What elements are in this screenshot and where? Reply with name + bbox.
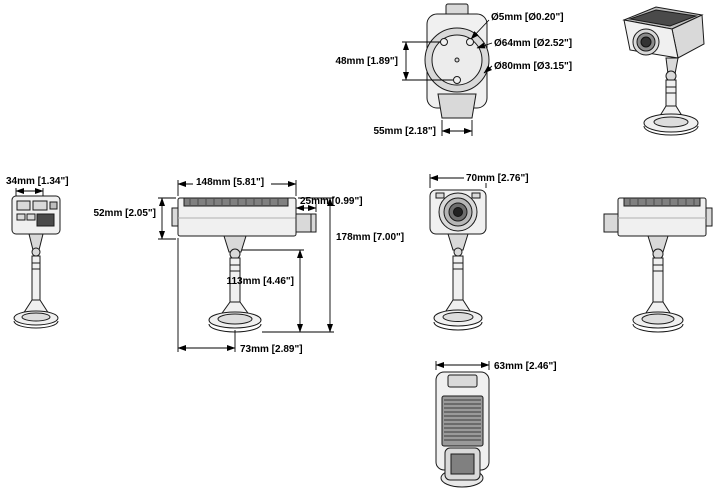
- top-view: [435, 371, 490, 488]
- perspective-view: [622, 6, 705, 136]
- persp-stem-lines: [666, 86, 676, 94]
- dim-label-base-offset: 73mm [2.89"]: [240, 344, 303, 355]
- side-bracket: [223, 235, 247, 253]
- topview-vent-lines: [444, 399, 481, 441]
- dim-label-total-height: 178mm [7.00"]: [336, 232, 404, 243]
- front-detail: [471, 192, 481, 199]
- rside-base-inner: [641, 313, 675, 325]
- rside-vent-lines: [629, 199, 695, 205]
- rearview-joint: [31, 247, 41, 257]
- front-joint: [453, 247, 463, 257]
- front-view: [429, 189, 487, 331]
- dim-circle-outer: Ø80mm [Ø3.15"]: [483, 61, 572, 74]
- side-view: [171, 197, 317, 333]
- mount-center: [454, 57, 460, 63]
- dim-label-body-length: 148mm [5.81"]: [196, 177, 264, 188]
- dim-total-height: 178mm [7.00"]: [262, 197, 404, 333]
- dim-hole-spacing: 48mm [1.89"]: [335, 41, 453, 81]
- dim-base-offset: 73mm [2.89"]: [177, 238, 303, 355]
- rside-stem-lines: [653, 264, 663, 272]
- dim-label-body-width: 70mm [2.76"]: [466, 173, 529, 184]
- rear-bottom-tab: [437, 93, 477, 119]
- rearview-stem-lines: [32, 262, 40, 270]
- dim-top-width: 63mm [2.46"]: [435, 361, 557, 372]
- dim-label-stand-height: 113mm [4.46"]: [226, 276, 294, 287]
- rside-base-rim: [632, 323, 684, 333]
- rearview-port: [49, 201, 58, 210]
- dim-mask: [464, 171, 536, 183]
- mount-hole: [453, 76, 461, 84]
- rearview-port: [32, 200, 48, 211]
- topview-rear-detail: [447, 374, 478, 388]
- dim-label-body-height: 52mm [2.05"]: [93, 208, 156, 219]
- dim-circle-inner: Ø64mm [Ø2.52"]: [476, 38, 572, 49]
- rside-rear-cap: [705, 207, 713, 227]
- rearview-port: [16, 213, 26, 221]
- persp-sunshield: [628, 9, 698, 27]
- dim-body-height: 52mm [2.05"]: [93, 197, 176, 240]
- rearview-port: [26, 213, 36, 221]
- front-base-inner: [442, 312, 474, 322]
- side-vent-lines: [189, 199, 279, 205]
- dim-stand-height: 113mm [4.46"]: [226, 249, 304, 333]
- rear-view: [11, 195, 61, 329]
- front-base-rim: [433, 321, 483, 331]
- dim-label-rear-width: 34mm [1.34"]: [6, 176, 69, 187]
- side-lens-barrel: [295, 213, 317, 233]
- persp-lens-core: [640, 36, 652, 48]
- side-rear-cap: [171, 207, 179, 227]
- dim-label-top-width: 63mm [2.46"]: [494, 361, 557, 372]
- rearview-base-inner: [21, 312, 51, 322]
- dim-label-circle-outer: Ø80mm [Ø3.15"]: [494, 61, 572, 72]
- mount-hole: [466, 38, 474, 46]
- front-detail: [435, 192, 445, 199]
- dim-mask: [193, 175, 271, 187]
- side-sunshield: [183, 197, 289, 207]
- dim-label-hole-spacing: 48mm [1.89"]: [335, 56, 398, 67]
- persp-base-rim: [643, 125, 699, 136]
- front-bracket: [447, 233, 469, 251]
- topview-lens-opening: [450, 453, 475, 475]
- rside-lens-barrel: [603, 213, 619, 233]
- side-stem-lines: [230, 264, 240, 272]
- rearview-port: [16, 200, 31, 211]
- persp-base-inner: [653, 116, 689, 128]
- dim-body-length: 148mm [5.81"]: [177, 175, 297, 196]
- dim-label-mount-width: 55mm [2.18"]: [373, 126, 436, 137]
- dim-label-circle-inner: Ø64mm [Ø2.52"]: [494, 38, 572, 49]
- dim-mount-width: 55mm [2.18"]: [373, 120, 473, 137]
- side-base-inner: [217, 313, 253, 325]
- rearview-connector: [36, 213, 55, 227]
- dim-hole-diameter: Ø5mm [Ø0.20"]: [470, 12, 564, 40]
- side-view-right: [603, 197, 713, 333]
- dim-body-width: 70mm [2.76"]: [429, 171, 536, 188]
- dim-rear-width: 34mm [1.34"]: [6, 176, 69, 196]
- rear-detail-view: [424, 3, 490, 119]
- front-stem-lines: [453, 262, 463, 270]
- rearview-base-rim: [13, 320, 59, 329]
- dim-label-hole-diameter: Ø5mm [Ø0.20"]: [491, 12, 564, 23]
- mount-hole: [440, 38, 448, 46]
- front-lens-core: [453, 207, 463, 217]
